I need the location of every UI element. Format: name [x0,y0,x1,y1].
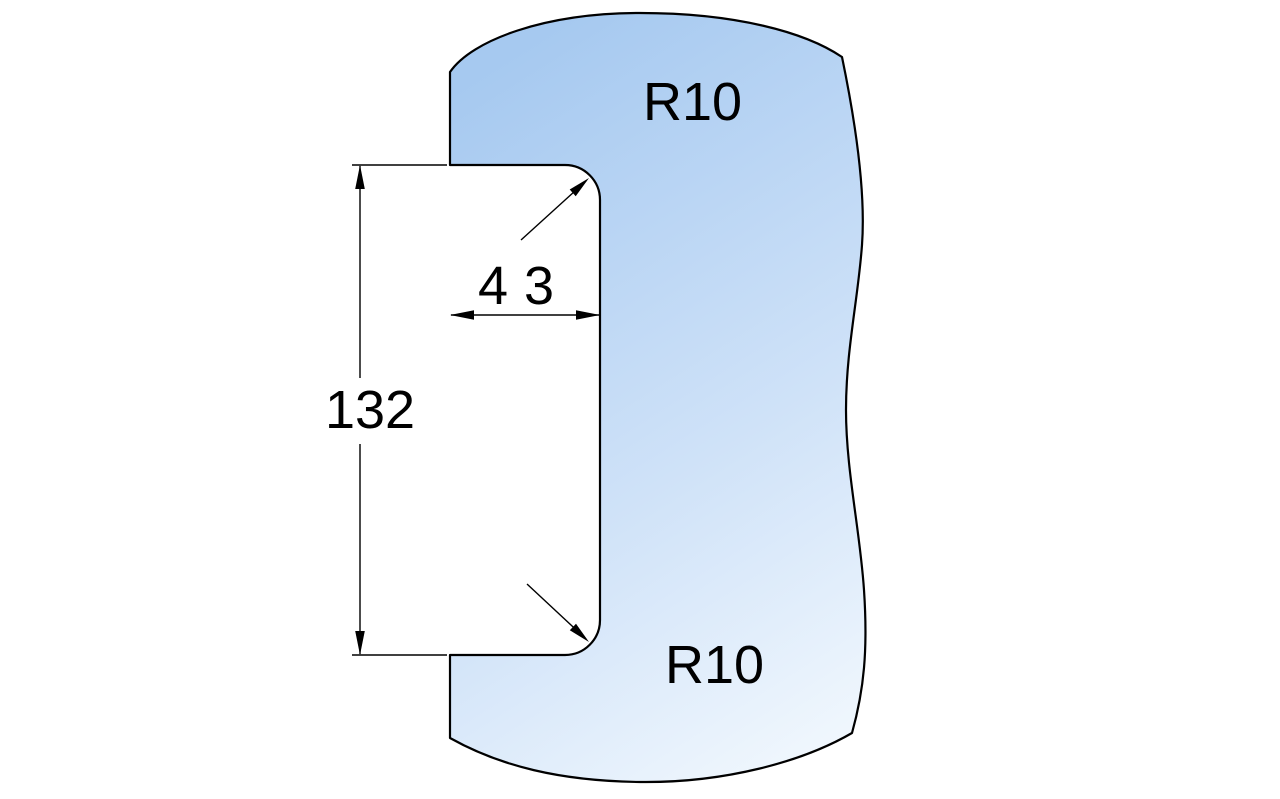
arrowhead-right-icon [576,310,600,320]
arrowhead-leader-top-icon [569,178,589,197]
radius-top-label: R10 [643,72,742,132]
dimension-notch-height [352,164,447,656]
dimension-notch-width-label: 43 [478,256,570,316]
glass-panel-shape [448,11,867,784]
arrowhead-down-icon [355,631,365,655]
dimension-notch-width [450,310,600,320]
radius-bottom-label: R10 [665,635,764,695]
arrowhead-leader-bottom-icon [569,623,589,642]
dimension-notch-height-label: 132 [325,380,415,440]
radius-callout-bottom: R10 [526,583,764,695]
arrowhead-up-icon [355,165,365,189]
radius-callout-top: R10 [520,72,742,241]
arrowhead-left-icon [450,310,474,320]
